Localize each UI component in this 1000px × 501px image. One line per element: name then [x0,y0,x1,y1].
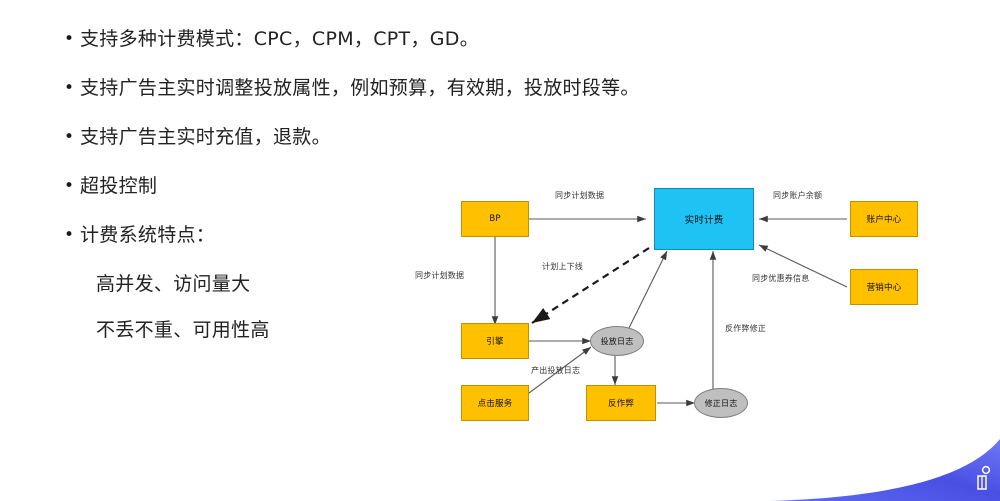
bullet-marker-icon: • [64,176,75,196]
node-label: BP [489,214,501,224]
node-label: 修正日志 [704,398,738,408]
diagram-node-delivery-log[interactable]: 投放日志 [590,326,644,356]
bullet-text: 计费系统特点： [80,224,216,246]
architecture-diagram: BP 实时计费 账户中心 营销中心 引擎 点击服务 反作弊 投放日志 修正日志 … [395,175,955,435]
sub-item: 高并发、访问量大 [96,273,251,295]
bullet-marker-icon: • [64,29,75,49]
bullet-item: • 支持广告主实时充值，退款。 [64,124,464,150]
bullet-text: 超投控制 [80,175,158,197]
node-label: 点击服务 [477,399,513,409]
bullet-list: • 支持多种计费模式：CPC，CPM，CPT，GD。 • 支持广告主实时调整投放… [64,26,639,363]
bullet-text: 支持广告主实时充值，退款。 [80,126,331,148]
bullet-item: • 支持广告主实时调整投放属性，例如预算，有效期，投放时段等。 [64,75,639,101]
diagram-node-bp[interactable]: BP [461,201,529,237]
edge-label-produce-delivery-log: 产出投放日志 [531,366,581,375]
edge-label-sync-plan-data-top: 同步计划数据 [555,191,605,200]
diagram-node-anti-fraud[interactable]: 反作弊 [586,385,656,421]
bullet-item: • 支持多种计费模式：CPC，CPM，CPT，GD。 [64,26,479,52]
bullet-item: • 计费系统特点： [64,222,464,248]
edge-label-sync-coupon-info: 同步优惠券信息 [752,274,810,283]
edge-label-sync-plan-data-left: 同步计划数据 [415,271,465,280]
diagram-connectors [491,215,848,407]
bullet-marker-icon: • [64,78,75,98]
node-label: 实时计费 [684,215,724,226]
bullet-marker-icon: • [64,127,75,147]
bullet-item: • 超投控制 [64,173,464,199]
diagram-node-account-center[interactable]: 账户中心 [850,201,918,237]
sub-item: 不丢不重、可用性高 [96,319,270,341]
diagram-node-correction-log[interactable]: 修正日志 [694,388,748,418]
node-label: 投放日志 [600,336,634,346]
corner-decoration [770,439,1000,501]
node-label: 反作弊 [607,399,635,409]
edge-label-plan-online-offline: 计划上下线 [542,262,583,271]
diagram-node-click-service[interactable]: 点击服务 [461,385,529,421]
diagram-node-marketing-center[interactable]: 营销中心 [850,269,918,305]
edge-label-sync-account-balance: 同步账户余额 [773,191,823,200]
node-label: 营销中心 [866,283,902,293]
bullet-text: 支持多种计费模式：CPC，CPM，CPT，GD。 [80,28,479,50]
diagram-node-engine[interactable]: 引擎 [461,323,529,359]
node-label: 引擎 [486,337,504,347]
node-label: 账户中心 [866,215,902,225]
brand-logo-icon [977,465,991,490]
corner-swoosh-shape [770,439,1000,501]
bullet-marker-icon: • [64,225,75,245]
bullet-text: 支持广告主实时调整投放属性，例如预算，有效期，投放时段等。 [80,77,640,99]
diagram-node-realtime-billing[interactable]: 实时计费 [654,188,754,250]
edge-label-anti-fraud-correction: 反作弊修正 [725,324,766,333]
